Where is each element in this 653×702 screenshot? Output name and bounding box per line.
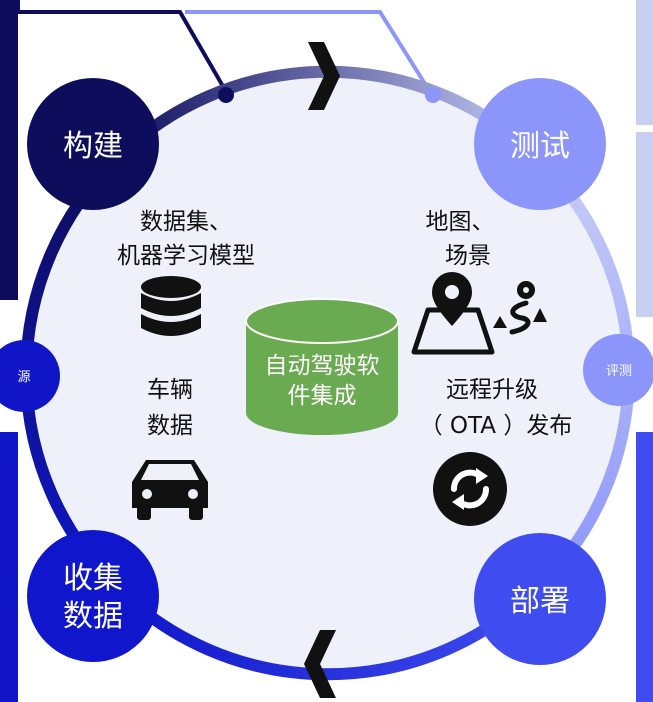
center-integration: 自动驾驶软 件集成 bbox=[245, 298, 399, 435]
node-deploy[interactable]: 部署 bbox=[474, 533, 606, 665]
connector-light bbox=[185, 10, 434, 97]
sync-icon bbox=[433, 452, 507, 526]
node-deploy-circle bbox=[474, 533, 606, 665]
vehicle-label-1: 车辆 bbox=[147, 377, 193, 403]
node-evaluate[interactable]: 评测 bbox=[583, 334, 653, 406]
right-panel-top bbox=[636, 0, 653, 125]
right-panel-mid bbox=[636, 132, 653, 317]
node-test-label: 测试 bbox=[510, 129, 570, 164]
node-test-circle bbox=[474, 78, 606, 210]
left-panel-top bbox=[0, 0, 18, 300]
dataset-label-1: 数据集、 bbox=[140, 209, 232, 235]
node-evaluate-label: 评测 bbox=[606, 364, 632, 379]
connector-dot-light bbox=[425, 87, 441, 103]
node-build[interactable]: 构建 bbox=[27, 78, 159, 210]
node-collect-label-1: 收集 bbox=[63, 561, 123, 596]
center-label-1: 自动驾驶软 bbox=[265, 353, 380, 379]
cylinder-body bbox=[246, 321, 398, 435]
node-collect-circle bbox=[27, 530, 159, 662]
node-collect-data[interactable]: 收集 数据 bbox=[27, 530, 159, 662]
ota-label-1: 远程升级 bbox=[446, 377, 538, 403]
cylinder-top bbox=[245, 298, 399, 344]
connector-dot-dark bbox=[218, 87, 234, 103]
left-panel-bottom bbox=[0, 432, 18, 702]
chevron-left-icon bbox=[304, 630, 336, 698]
node-test[interactable]: 测试 bbox=[474, 78, 606, 210]
dataset-label-2: 机器学习模型 bbox=[117, 243, 255, 269]
node-source-circle bbox=[0, 340, 60, 412]
chevron-right-icon bbox=[308, 42, 340, 110]
map-label-1: 地图、 bbox=[426, 209, 495, 235]
database-icon bbox=[141, 276, 201, 336]
car-icon bbox=[132, 460, 208, 520]
node-build-label: 构建 bbox=[63, 129, 123, 164]
vehicle-label-2: 数据 bbox=[147, 413, 193, 439]
connector-lines bbox=[16, 0, 434, 97]
node-source-label: 源 bbox=[17, 370, 30, 385]
center-label-2: 件集成 bbox=[288, 383, 357, 409]
node-build-circle bbox=[27, 78, 159, 210]
connector-dark bbox=[16, 0, 230, 97]
node-evaluate-circle bbox=[583, 334, 653, 406]
node-collect-label-2: 数据 bbox=[63, 599, 123, 634]
map-label-2: 场景 bbox=[445, 243, 491, 269]
node-deploy-label: 部署 bbox=[510, 584, 570, 619]
map-pin-icon bbox=[411, 272, 495, 355]
ota-label-2: （ OTA ）发布 bbox=[420, 413, 573, 439]
right-panel-bottom bbox=[636, 432, 653, 702]
node-source[interactable]: 源 bbox=[0, 340, 60, 412]
route-icon bbox=[493, 281, 547, 335]
